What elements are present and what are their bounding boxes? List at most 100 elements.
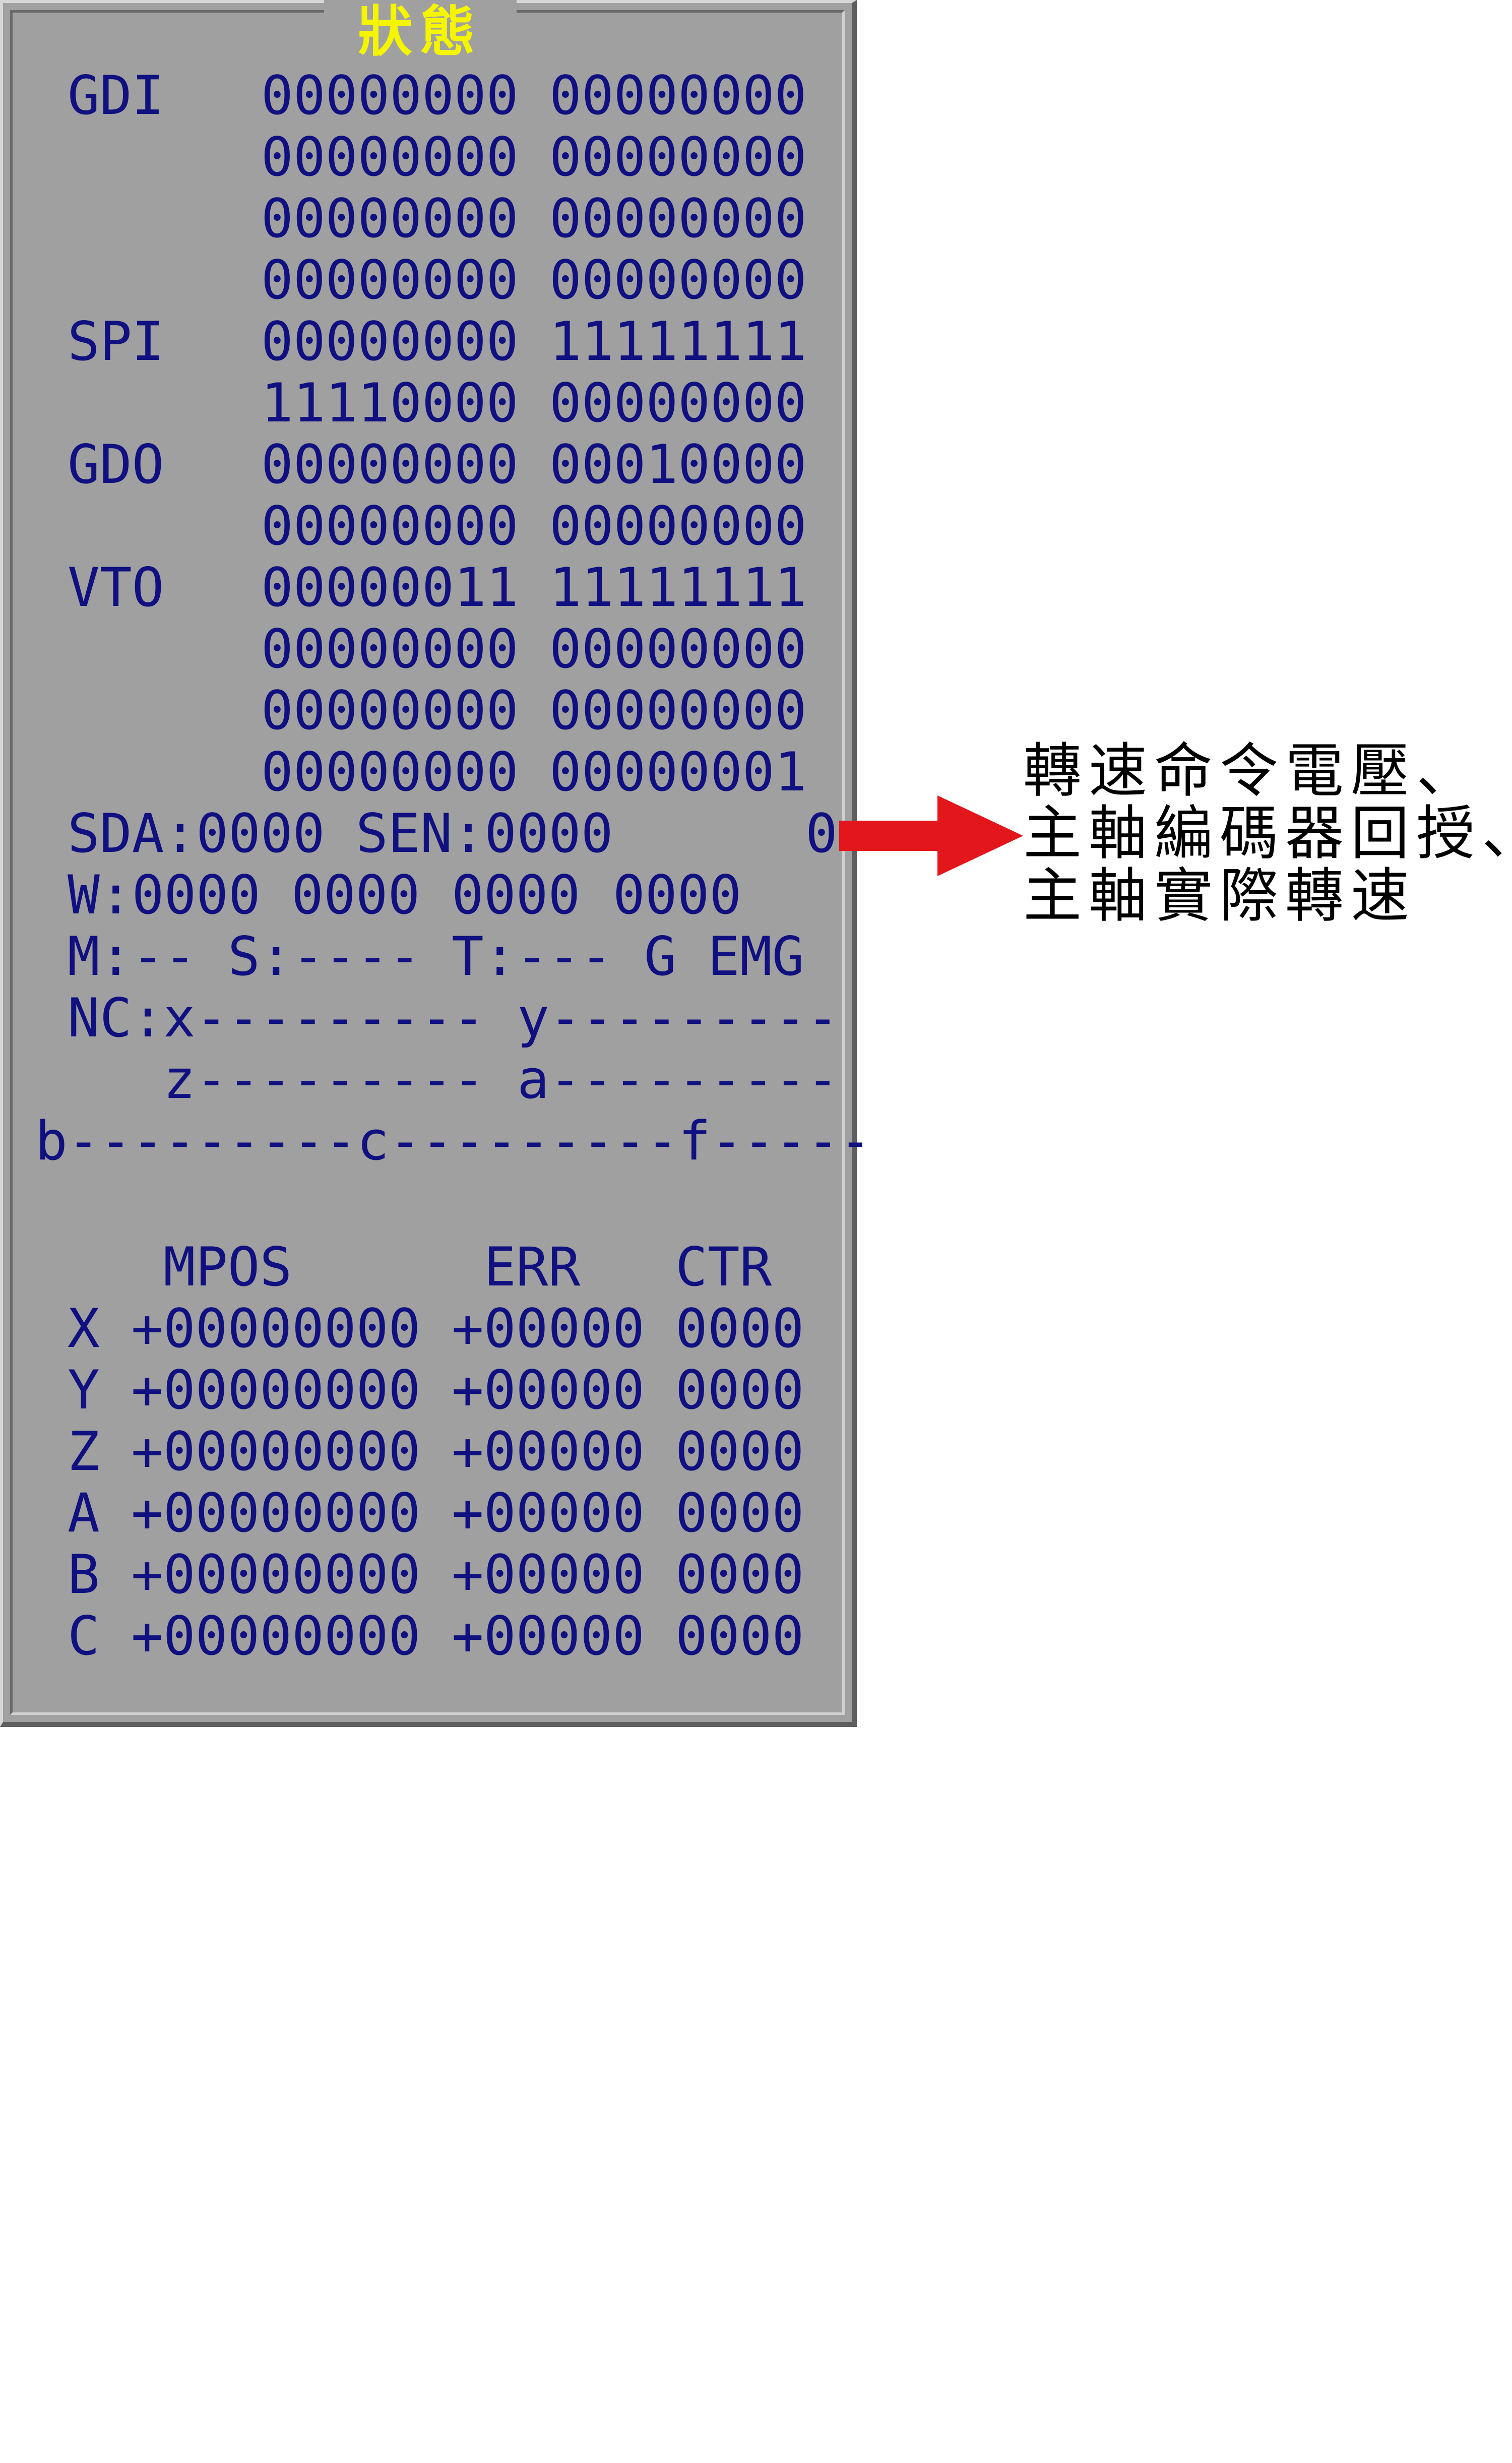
io-value: 00000000 [549,65,807,127]
nc-axis: y--------- [517,987,839,1049]
io-row: 00000000 00000000 [3,680,807,742]
axis-err: +00000 [452,1359,645,1421]
nc-axis: z--------- [163,1049,485,1111]
g-flag: G [644,926,676,988]
io-value: 00000000 [549,372,807,434]
io-value: 00010000 [549,434,807,496]
w-value: 0000 [613,864,742,926]
m-code: M:-- [68,926,197,988]
axis-label: Y [68,1359,100,1421]
axes-table-header: MPOS ERR CTR [3,1237,772,1298]
io-row-gdo: GDO 00000000 00010000 [3,434,807,496]
axis-ctr: 0000 [675,1605,804,1667]
axis-err: +00000 [452,1482,645,1544]
w-value: 0000 [291,864,420,926]
io-row: 11110000 00000000 [3,373,807,434]
status-panel: 狀態 GDI 00000000 00000000 00000000 000000… [0,0,871,1727]
io-row: 00000000 00000000 [3,250,807,311]
sda-value: SDA:0000 [68,803,325,865]
table-row: C +00000000 +00000 0000 [3,1605,804,1667]
io-value: 00000000 [261,618,519,680]
table-row: X +00000000 +00000 0000 [3,1298,804,1360]
column-header-ctr: CTR [675,1236,772,1298]
io-row: 00000000 00000001 [3,742,807,803]
annotation-line: 轉速命令電壓、 [1023,737,1482,805]
axis-mpos: +00000000 [131,1605,421,1667]
nc-line: b---------c---------f----- [3,1111,871,1172]
table-row: Y +00000000 +00000 0000 [3,1359,804,1421]
io-value: 00000000 [549,249,807,311]
column-header-err: ERR [484,1236,581,1298]
w-value: 0000 [452,864,581,926]
annotation-callout: 轉速命令電壓、 主軸編碼器回授、 主軸實際轉速 [1023,737,1512,930]
table-row: B +00000000 +00000 0000 [3,1544,804,1606]
io-value: 00000000 [261,434,519,496]
io-label: SPI [68,311,164,373]
nc-line: NC: x--------- y--------- [3,987,839,1049]
io-value: 11111111 [549,311,807,373]
io-value: 00000000 [261,188,519,250]
nc-label: NC: [68,987,164,1049]
mst-line: M:-- S:---- T:--- G EMG [3,926,804,988]
io-value: 00000000 [261,126,519,188]
panel-title: 狀態 [357,1,483,64]
nc-axis: b---------c---------f----- [35,1110,872,1172]
io-row-gdi: GDI 00000000 00000000 [3,65,807,127]
io-row-vto: VTO 00000011 11111111 [3,557,807,619]
nc-axis: x--------- [163,987,485,1049]
w-label: W:0000 [68,864,261,926]
axis-label: X [68,1298,100,1360]
axis-mpos: +00000000 [131,1359,421,1421]
axis-ctr: 0000 [675,1298,804,1360]
axis-label: B [68,1544,100,1606]
table-row: Z +00000000 +00000 0000 [3,1421,804,1483]
axis-mpos: +00000000 [131,1421,421,1483]
axis-err: +00000 [452,1544,645,1606]
io-row: 00000000 00000000 [3,188,807,250]
axis-ctr: 0000 [675,1359,804,1421]
column-header-mpos: MPOS [163,1236,292,1298]
io-row: 00000000 00000000 [3,496,807,557]
s-code: S:---- [228,926,421,988]
axis-label: C [68,1605,100,1667]
io-value: 00000000 [261,311,519,373]
annotation-line: 主軸編碼器回授、 [1023,799,1512,868]
axis-label: Z [68,1421,100,1483]
io-value: 00000000 [261,65,519,127]
annotation-line: 主軸實際轉速 [1023,862,1416,930]
io-label: VTO [68,557,164,619]
axis-err: +00000 [452,1421,645,1483]
arrow-right-icon [839,795,1023,876]
emg-flag: EMG [708,926,804,988]
io-label: GDO [68,434,164,496]
io-value: 00000001 [549,741,807,803]
axis-ctr: 0000 [675,1482,804,1544]
panel-title-tab: 狀態 [324,0,517,65]
axis-ctr: 0000 [675,1544,804,1606]
t-code: T:--- [452,926,613,988]
axis-label: A [68,1482,100,1544]
io-row: 00000000 00000000 [3,127,807,188]
io-value: 00000000 [261,249,519,311]
io-value: 00000000 [261,495,519,557]
io-value: 00000000 [261,741,519,803]
io-value: 00000000 [261,680,519,742]
arrow-shape [839,795,1023,876]
io-row-spi: SPI 00000000 11111111 [3,311,807,373]
axis-ctr: 0000 [675,1421,804,1483]
axis-mpos: +00000000 [131,1544,421,1606]
io-value: 00000000 [549,126,807,188]
sen-value: SEN:0000 [356,803,613,865]
io-value: 11110000 [261,372,519,434]
io-value: 00000000 [549,188,807,250]
io-label: GDI [68,65,164,127]
axis-mpos: +00000000 [131,1482,421,1544]
io-value: 00000000 [549,495,807,557]
axis-mpos: +00000000 [131,1298,421,1360]
io-value: 00000000 [549,618,807,680]
spindle-line: SDA:0000 SEN:0000 0 [3,803,838,865]
io-value: 11111111 [549,557,807,619]
axis-err: +00000 [452,1298,645,1360]
io-row: 00000000 00000000 [3,619,807,680]
nc-line: z--------- a--------- [3,1049,839,1111]
